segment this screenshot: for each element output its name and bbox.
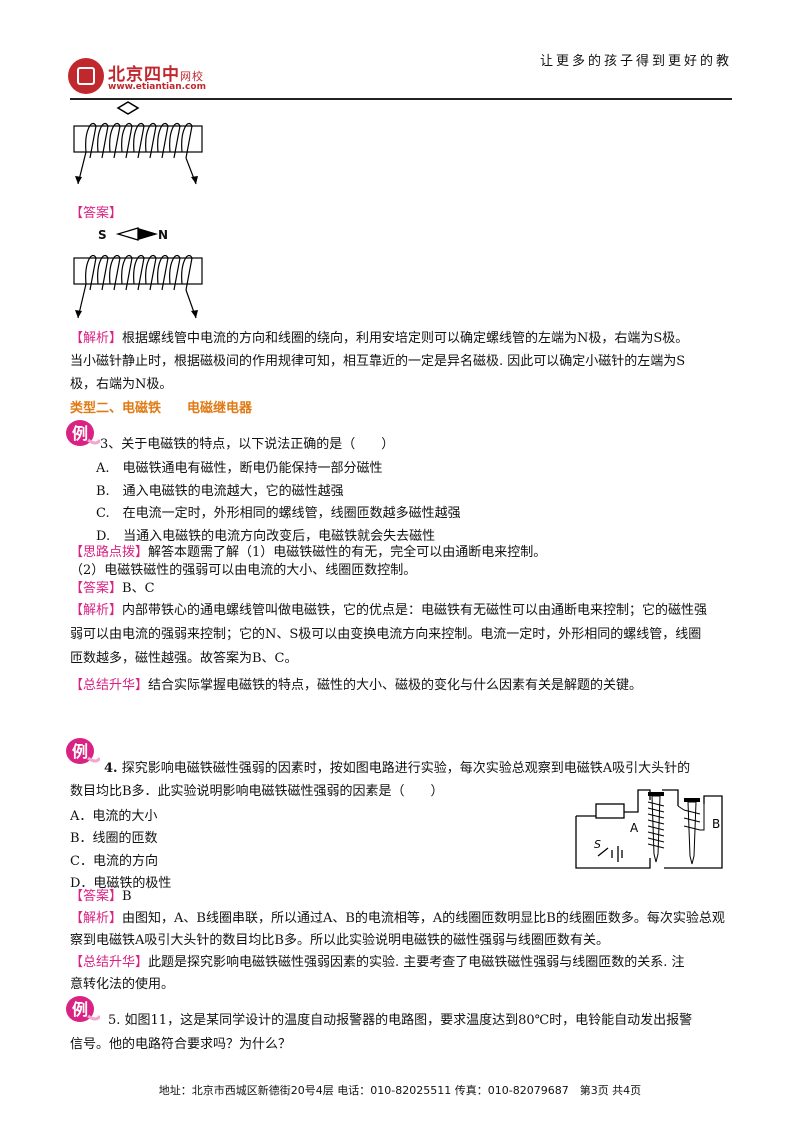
answer-tag: 【答案】 (70, 889, 123, 904)
current-arrow-icon (75, 176, 82, 184)
question-number: 4. (104, 761, 118, 776)
figure-label-a: A (630, 821, 639, 835)
example-badge-icon: 例 (66, 996, 100, 1022)
current-arrow-icon (75, 310, 82, 318)
analysis-line: 当小磁针静止时，根据磁极间的作用规律可知，相互靠近的一定是异名磁极. 因此可以确… (70, 354, 686, 369)
question-stem: 5. 如图11，这是某同学设计的温度自动报警器的电路图，要求温度达到80℃时，电… (108, 1013, 693, 1028)
hint-tag: 【思路点拨】 (70, 545, 149, 560)
answer-tag: 【答案】 (70, 206, 123, 221)
question-stem: 3、关于电磁铁的特点，以下说法正确的是（ ） (100, 437, 395, 452)
header-divider (70, 98, 732, 100)
current-arrow-icon (191, 176, 198, 184)
question-stem: 信号。他的电路符合要求吗？为什么？ (70, 1037, 292, 1052)
answer-tag: 【答案】 (70, 581, 123, 596)
summary-tag: 【总结升华】 (70, 955, 149, 970)
example-badge-label: 例 (72, 1000, 88, 1019)
header-slogan: 让更多的孩子得到更好的教 (539, 54, 732, 69)
example-badge-label: 例 (72, 742, 88, 761)
electromagnet-circuit-figure: A B S (575, 789, 723, 869)
hint-line: 解答本题需了解（1）电磁铁磁性的有无，完全可以由通断电来控制。 (148, 545, 547, 560)
solenoid-coil (77, 254, 197, 319)
answer-value: B (122, 889, 132, 904)
logo-name: 北京四中 (108, 65, 180, 85)
compass-needle-icon (116, 101, 140, 115)
analysis-line: 匝数越多，磁性越强。故答案为B、C。 (70, 651, 298, 666)
analysis-line: 察到电磁铁A吸引大头针的数目均比B多。所以此实验说明电磁铁的磁性强弱与线圈匝数有… (70, 933, 609, 948)
logo-emblem-icon (68, 58, 104, 94)
option-c: C. 在电流一定时，外形相同的螺线管，线圈匝数越多磁性越强 (96, 506, 461, 521)
analysis-tag: 【解析】 (70, 911, 123, 926)
summary-line: 意转化法的使用。 (70, 977, 175, 992)
current-arrow-icon (191, 310, 198, 318)
analysis-tag: 【解析】 (70, 603, 123, 618)
logo-url: www.etiantian.com (108, 82, 206, 92)
option-b: B．线圈的匝数 (70, 831, 158, 846)
example-badge-icon: 例 (66, 420, 100, 446)
logo-suffix: 网校 (180, 70, 204, 83)
summary-text: 结合实际掌握电磁铁的特点，磁性的大小、磁极的变化与什么因素有关是解题的关键。 (148, 678, 643, 693)
analysis-line: 根据螺线管中电流的方向和线圈的绕向，利用安培定则可以确定螺线管的左端为N极，右端… (122, 331, 689, 346)
analysis-line: 极，右端为N极。 (70, 377, 173, 392)
option-c: C．电流的方向 (70, 854, 158, 869)
section-title: 类型二、电磁铁 电磁继电器 (70, 401, 253, 416)
figure-label-b: B (712, 817, 720, 831)
page-footer: 地址：北京市西城区新德街20号4层 电话：010-82025511 传真：010… (158, 1084, 642, 1097)
option-a: A. 电磁铁通电有磁性，断电仍能保持一部分磁性 (96, 461, 383, 476)
compass-needle-icon (138, 228, 158, 240)
pole-label-n: N (158, 228, 169, 242)
pole-label-s: S (98, 228, 107, 242)
summary-tag: 【总结升华】 (70, 678, 149, 693)
solenoid-figure-question (73, 101, 203, 185)
nail-electromagnet-b (677, 798, 705, 865)
summary-line: 此题是探究影响电磁铁磁性强弱因素的实验. 主要考查了电磁铁磁性强弱与线圈匝数的关… (148, 955, 685, 970)
logo: 北京四中网校 www.etiantian.com (68, 58, 228, 96)
question-stem: 数目均比B多．此实验说明影响电磁铁磁性强弱的因素是（ ） (70, 784, 444, 799)
question-stem: 探究影响电磁铁磁性强弱的因素时，按如图电路进行实验，每次实验总观察到电磁铁A吸引… (121, 761, 691, 776)
answer-value: B、C (122, 581, 155, 596)
option-d: D．电磁铁的极性 (70, 876, 172, 891)
option-d: D. 当通入电磁铁的电流方向改变后，电磁铁就会失去磁性 (96, 529, 436, 544)
analysis-line: 内部带铁心的通电螺线管叫做电磁铁，它的优点是：电磁铁有无磁性可以由通断电来控制；… (122, 603, 708, 618)
solenoid-figure-answer (73, 227, 203, 319)
option-b: B. 通入电磁铁的电流越大，它的磁性越强 (96, 484, 344, 499)
figure-label-switch: S (594, 838, 601, 851)
example-badge-label: 例 (72, 424, 88, 443)
option-a: A．电流的大小 (70, 809, 158, 824)
analysis-tag: 【解析】 (70, 331, 123, 346)
hint-line: （2）电磁铁磁性的强弱可以由电流的大小、线圈匝数控制。 (70, 563, 417, 578)
analysis-line: 弱可以由电流的强弱来控制；它的N、S极可以由变换电流方向来控制。电流一定时，外形… (70, 627, 702, 642)
example-badge-icon: 例 (66, 738, 100, 764)
analysis-line: 由图知，A、B线圈串联，所以通过A、B的电流相等，A的线圈匝数明显比B的线圈匝数… (122, 911, 725, 926)
solenoid-coil (77, 122, 197, 185)
nail-electromagnet-a (647, 792, 665, 863)
